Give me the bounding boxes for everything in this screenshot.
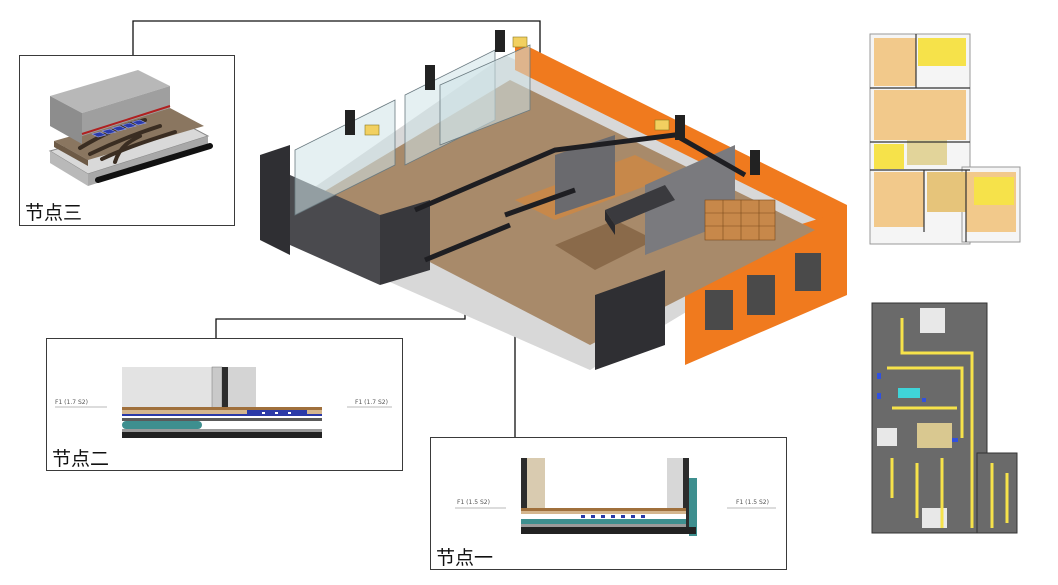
- mep-plan: [862, 298, 1022, 543]
- building-model: [255, 25, 855, 375]
- node-2-label: 节点二: [52, 448, 110, 470]
- node-1-section-detail: F1 (1.5 S2) F1 (1.5 S2): [455, 458, 776, 536]
- node-1-label: 节点一: [436, 547, 494, 569]
- building-isometric-illustration: [260, 30, 847, 370]
- node-2-right-tag: F1 (1.7 S2): [355, 399, 388, 406]
- detail-panel-node-3: 节点三: [19, 55, 235, 226]
- node-1-left-tag: F1 (1.5 S2): [457, 499, 490, 506]
- node-3-isometric-detail: [48, 70, 213, 186]
- node-3-label: 节点三: [25, 202, 83, 224]
- floor-plan-drawing: [869, 33, 1021, 245]
- node-2-left-tag: F1 (1.7 S2): [55, 399, 88, 406]
- detail-panel-node-2: F1 (1.7 S2) F1 (1.7 S2) 节点二: [46, 338, 403, 471]
- mep-plan-drawing: [871, 302, 1018, 534]
- floor-plan: [862, 32, 1022, 246]
- node-2-section-detail: F1 (1.7 S2) F1 (1.7 S2): [55, 366, 392, 438]
- node-1-right-tag: F1 (1.5 S2): [736, 499, 769, 506]
- detail-panel-node-1: F1 (1.5 S2) F1 (1.5 S2) 节点一: [430, 437, 787, 570]
